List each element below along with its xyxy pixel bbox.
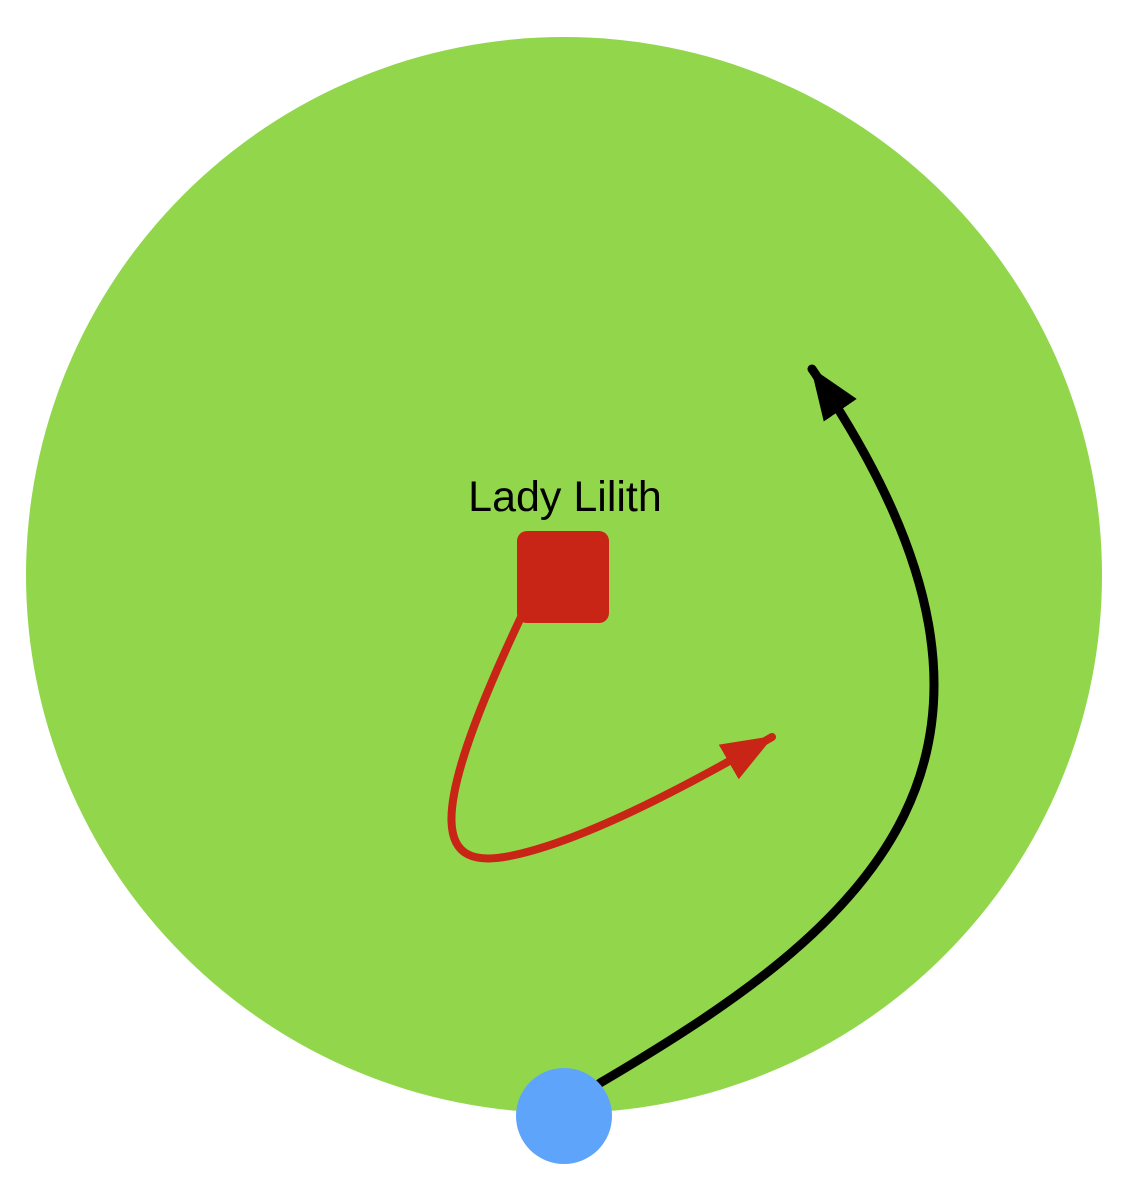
lady-lilith-label: Lady Lilith [468,473,662,521]
blue-dot-marker [516,1068,612,1164]
black-path-arrow [595,364,939,1088]
red-square-marker [517,531,609,623]
red-path-arrow [447,611,776,863]
